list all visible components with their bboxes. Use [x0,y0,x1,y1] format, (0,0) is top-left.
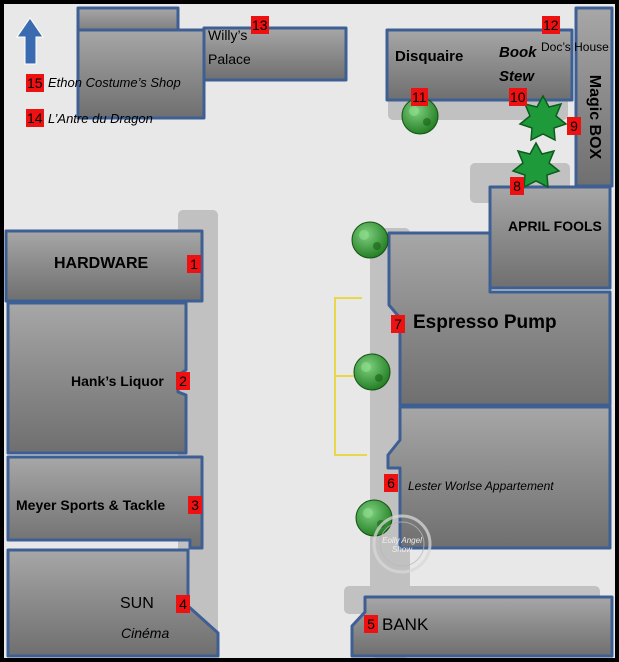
star-bush-icon [511,141,561,189]
star-bush-icon [518,94,568,142]
tree-icon [351,221,389,259]
badge-2: 2 [176,372,190,390]
badge-13: 13 [251,16,269,34]
star-bushes [511,94,568,189]
building-hanks-liquor [6,301,188,455]
badge-7: 7 [391,315,405,333]
landmark-10-name: Book [499,44,537,61]
badge-8: 8 [510,177,524,195]
landmark-14-name: L’Antre du Dragon [48,111,153,126]
building-sun-cinema [6,548,220,658]
badge-4: 4 [176,595,190,613]
tree-icon [401,97,439,135]
watermark-logo [372,514,432,574]
badge-5: 5 [364,615,378,633]
buildings [4,6,614,658]
building-willys-palace [76,28,206,120]
badge-6: 6 [384,474,398,492]
landmark-1-name: HARDWARE [54,255,149,272]
landmark-13-name: Willy’s [208,27,248,43]
landmark-4-name-line2: Cinéma [121,625,170,641]
building-espresso-pump [387,231,612,407]
building-bank [350,595,614,658]
landmark-15-name: Ethon Costume’s Shop [48,75,181,90]
building-lester-worlse [386,405,612,550]
tree-icon [355,499,393,537]
badge-10: 10 [509,88,527,106]
landmark-5-name: BANK [382,615,429,634]
building-april-fools [488,185,612,290]
building-hardware [4,229,204,303]
badge-3: 3 [188,496,202,514]
tree-icon [353,353,391,391]
landmark-4-name: SUN [120,595,154,612]
badge-9: 9 [567,117,581,135]
north-arrow-icon [16,17,44,65]
landmark-12-name: Doc’s House [541,40,609,54]
landmark-7-name: Espresso Pump [413,312,557,333]
badge-11: 11 [411,88,428,106]
landmark-13-name-line2: Palace [208,51,251,67]
landmark-2-name: Hank’s Liquor [71,373,164,389]
badge-15: 15 [26,74,44,92]
walkway-lines [334,297,367,456]
landmark-6-name: Lester Worlse Appartement [408,479,554,493]
landmark-8-name: APRIL FOOLS [508,218,602,234]
badge-12: 12 [542,16,560,34]
landmark-9-name: Magic BOX [586,74,603,160]
badge-14: 14 [26,109,44,127]
building-meyer-sports [6,455,204,550]
building-willys-palace-east [202,26,348,82]
watermark-text: Eolly Angel Show [382,536,422,554]
landmark-3-name: Meyer Sports & Tackle [16,497,166,513]
landmark-11-name: Disquaire [395,48,464,65]
badge-1: 1 [187,255,201,273]
landmark-10-name-line2: Stew [499,68,535,85]
